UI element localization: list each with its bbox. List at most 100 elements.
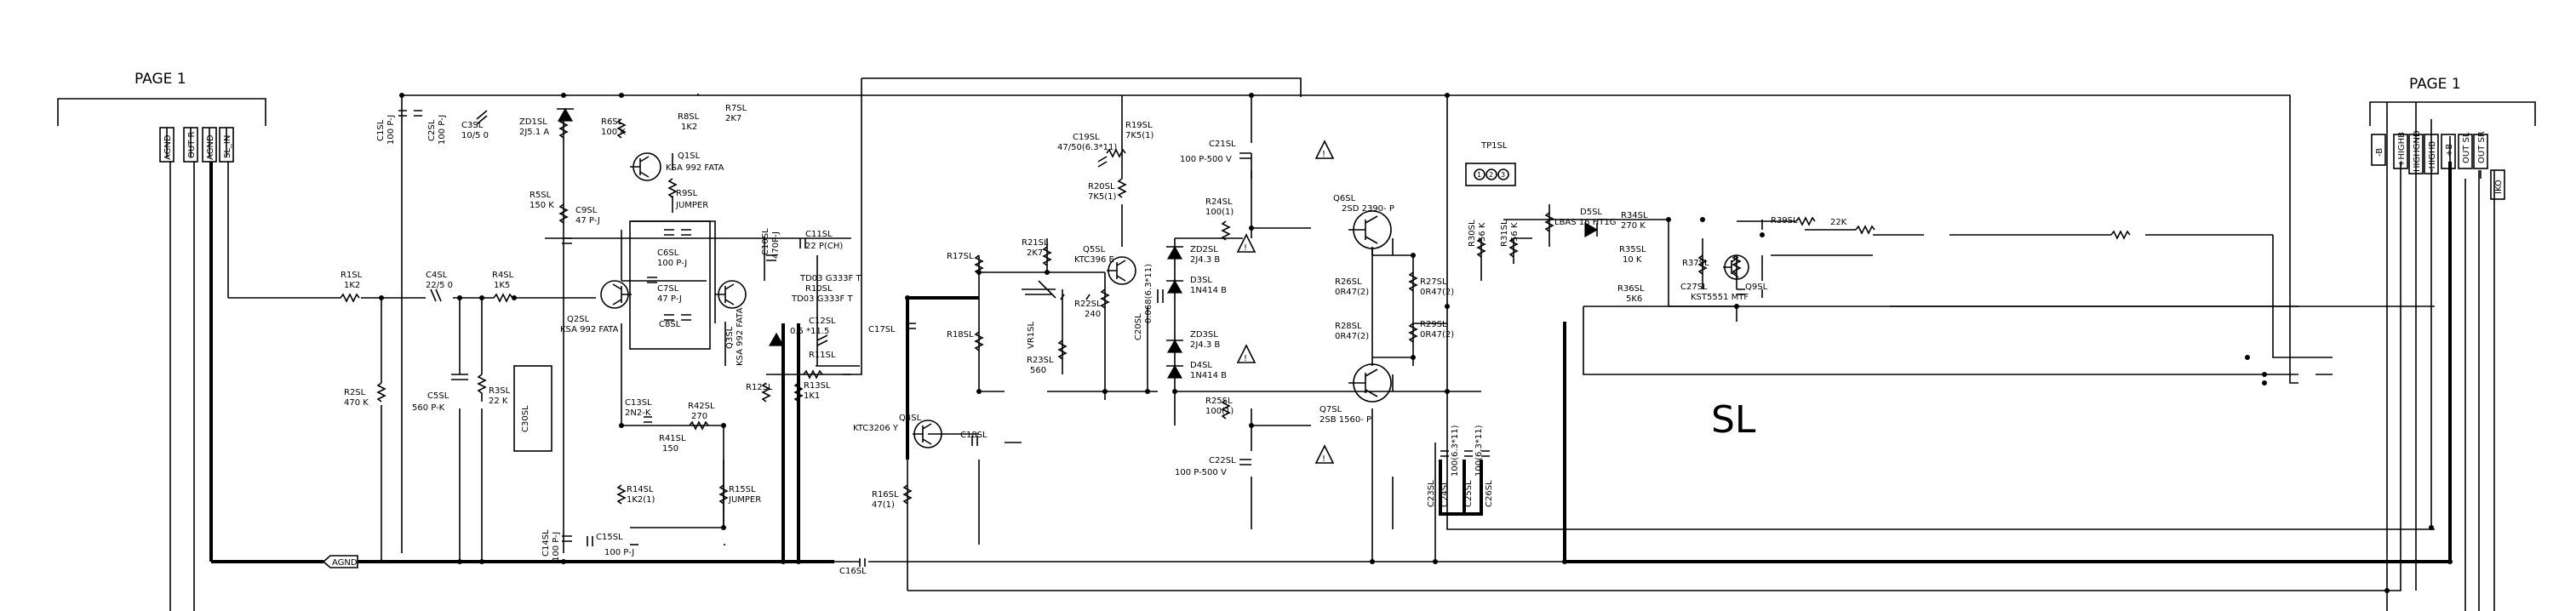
r14-symbol — [616, 484, 627, 505]
c7-symbol — [647, 277, 657, 283]
label-zd3v: 2J4.3 B — [1190, 340, 1220, 350]
r22-symbol — [1100, 288, 1110, 309]
svg-text:!: ! — [1244, 354, 1247, 363]
label-zd3: ZD3SL — [1190, 330, 1218, 340]
label-r20: R20SL — [1088, 182, 1115, 191]
pin-neg-b: -B — [2375, 148, 2384, 157]
label-c19: C19SL — [1073, 133, 1100, 142]
component-labels: C1SL 100 P-J C2SL 100 P-J C3SL 10/5 0 ZD… — [341, 104, 1847, 576]
r30b-symbol — [1544, 212, 1554, 232]
label-d5v: LBAS 16 HT1G — [1554, 218, 1616, 227]
label-r1: R1SL — [341, 271, 363, 280]
label-r27v: 0R47(2) — [1420, 288, 1454, 297]
label-r25v: 100(1) — [1205, 407, 1234, 416]
r35-symbol — [1855, 225, 1875, 235]
label-d5: D5SL — [1580, 208, 1602, 217]
zd-small-symbol — [768, 332, 785, 346]
label-d3: D3SL — [1190, 276, 1212, 285]
r12-symbol — [761, 382, 771, 403]
label-zd2: ZD2SL — [1190, 245, 1218, 254]
label-r14v: 1K2(1) — [627, 495, 655, 505]
label-q5: Q5SL — [1083, 245, 1106, 254]
label-c12v: 0.5 *11.5 — [790, 327, 829, 336]
c5-symbol — [451, 374, 468, 380]
label-r28v: 0R47(2) — [1335, 332, 1369, 341]
r34-symbol — [1795, 216, 1816, 226]
label-c26: C26SL — [1485, 480, 1494, 507]
label-c13: C13SL — [625, 398, 652, 408]
c22-symbol — [1239, 459, 1251, 465]
label-r41v: 150 — [662, 444, 678, 454]
components: ! ! ! ! 1 2 3 TP1SL — [340, 107, 2131, 567]
label-c10v: 470P-J — [771, 231, 781, 259]
label-c22: C22SL — [1209, 456, 1236, 465]
c2-symbol — [414, 110, 422, 117]
label-r3v: 22 K — [489, 397, 508, 406]
label-c9: C9SL — [575, 206, 598, 215]
c10-symbol — [766, 254, 776, 261]
label-c27: C27SL — [1680, 283, 1708, 292]
warning-icons: ! ! ! ! — [1236, 140, 1335, 464]
label-c23: C23SL — [1427, 480, 1436, 507]
label-c21v: 100 P-500 V — [1180, 155, 1232, 164]
label-c30: C30SL — [521, 405, 530, 432]
label-r24v: 100(1) — [1205, 208, 1234, 217]
label-r17: R17SL — [947, 252, 974, 261]
zd3-symbol — [1166, 339, 1183, 353]
c16-symbol — [859, 558, 866, 567]
label-r28: R28SL — [1335, 322, 1362, 331]
c23-symbol — [1440, 450, 1449, 457]
label-c5v: 560 P-K — [412, 403, 445, 413]
label-r22: R22SL — [1074, 300, 1102, 309]
label-r23: R23SL — [1027, 356, 1054, 365]
c8-symbol — [664, 314, 691, 321]
label-r15v: JUMPER — [728, 495, 761, 505]
vr1-symbol — [1022, 280, 1056, 299]
label-r10: R10SL — [805, 284, 833, 294]
label-c14v: 100 P-J — [552, 532, 561, 562]
label-r30v: 56 K — [1478, 222, 1487, 242]
label-r24: R24SL — [1205, 197, 1233, 207]
r2-symbol — [376, 382, 386, 403]
label-r15: R15SL — [729, 485, 756, 494]
agnd-tag: AGND — [322, 555, 358, 568]
label-c6: C6SL — [657, 248, 679, 258]
tp1-pin1: 1 — [1477, 171, 1481, 179]
agnd-label: AGND — [332, 558, 358, 568]
r19-symbol — [1106, 148, 1126, 158]
label-r23v: 560 — [1030, 366, 1046, 375]
label-r42v: 270 — [691, 412, 707, 421]
pin-pos-b: +B — [2445, 144, 2454, 157]
label-r39: R39SL — [1771, 216, 1798, 226]
label-d3v: 1N414 B — [1190, 286, 1227, 295]
r13-symbol — [793, 382, 804, 403]
label-c10: C10SL — [761, 228, 770, 255]
label-r25: R25SL — [1205, 397, 1233, 406]
junctions — [379, 93, 2453, 593]
c18-symbol — [971, 436, 978, 446]
label-c3: C3SL — [461, 121, 484, 130]
c27-symbol — [1737, 288, 1745, 295]
label-r34: R34SL — [1621, 211, 1648, 220]
c19-symbol — [1097, 156, 1108, 168]
label-r16: R16SL — [872, 490, 899, 500]
r42-symbol — [689, 420, 709, 431]
label-q6: Q6SL — [1333, 194, 1356, 203]
c20-symbol — [1157, 289, 1164, 303]
c21-symbol — [1239, 152, 1251, 159]
r15-symbol — [718, 484, 729, 505]
r26-symbol — [1408, 271, 1418, 292]
label-r8v: 1K2 — [681, 123, 697, 132]
label-r21v: 2K7 — [1027, 248, 1043, 258]
label-q7: Q7SL — [1319, 405, 1342, 414]
r16-symbol — [902, 484, 913, 505]
label-r35v: 10 K — [1623, 255, 1642, 265]
label-q1v: KSA 992 FATA — [666, 163, 724, 173]
label-c25v: 100(6.3*11) — [1474, 425, 1484, 477]
label-c13v: 2N2-K — [625, 408, 651, 418]
label-c20: C20SL — [1134, 313, 1143, 340]
label-r30: R30SL — [1468, 220, 1477, 247]
label-q2: Q2SL — [567, 315, 590, 324]
label-r2v: 470 K — [344, 398, 369, 408]
label-r18: R18SL — [947, 330, 974, 340]
